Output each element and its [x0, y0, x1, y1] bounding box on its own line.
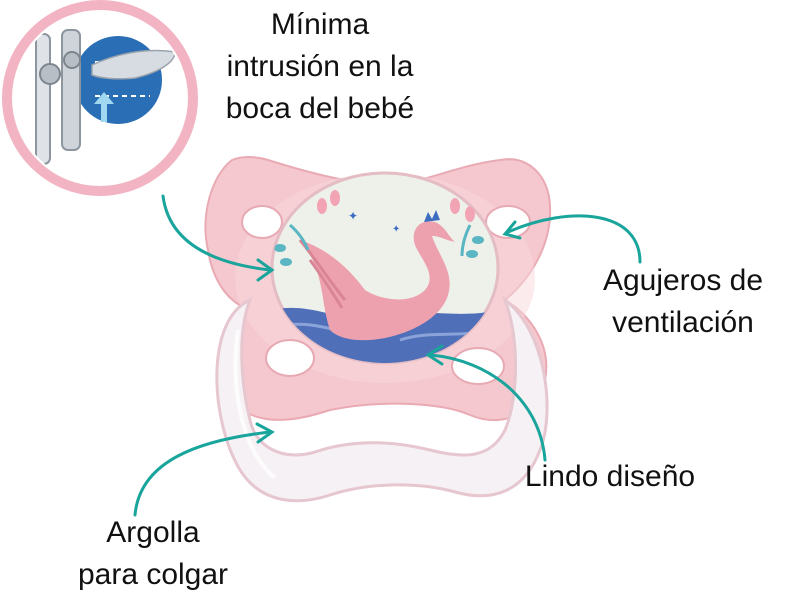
- label-hanging-ring: Argolla para colgar: [77, 516, 229, 591]
- arrow-ventilation: [506, 214, 642, 264]
- svg-text:✦: ✦: [348, 209, 358, 223]
- label-cute-design: Lindo diseño: [524, 460, 696, 493]
- callout-arrows: [133, 194, 642, 517]
- arrow-intrusion: [161, 194, 272, 272]
- hanging-ring: [215, 295, 549, 503]
- arrow-design: [428, 353, 547, 462]
- arrow-ring: [133, 430, 272, 517]
- svg-text:✦: ✦: [392, 224, 400, 235]
- vent-hole-top-right: [485, 205, 531, 239]
- vent-hole-bottom-left: [265, 339, 315, 377]
- nipple-inset: [2, 0, 198, 196]
- label-minimal-intrusion: Mínima intrusión en la boca del bebé: [225, 8, 415, 125]
- vent-hole-top-left: [241, 205, 283, 239]
- label-ventilation-holes: Agujeros de ventilación: [602, 264, 764, 339]
